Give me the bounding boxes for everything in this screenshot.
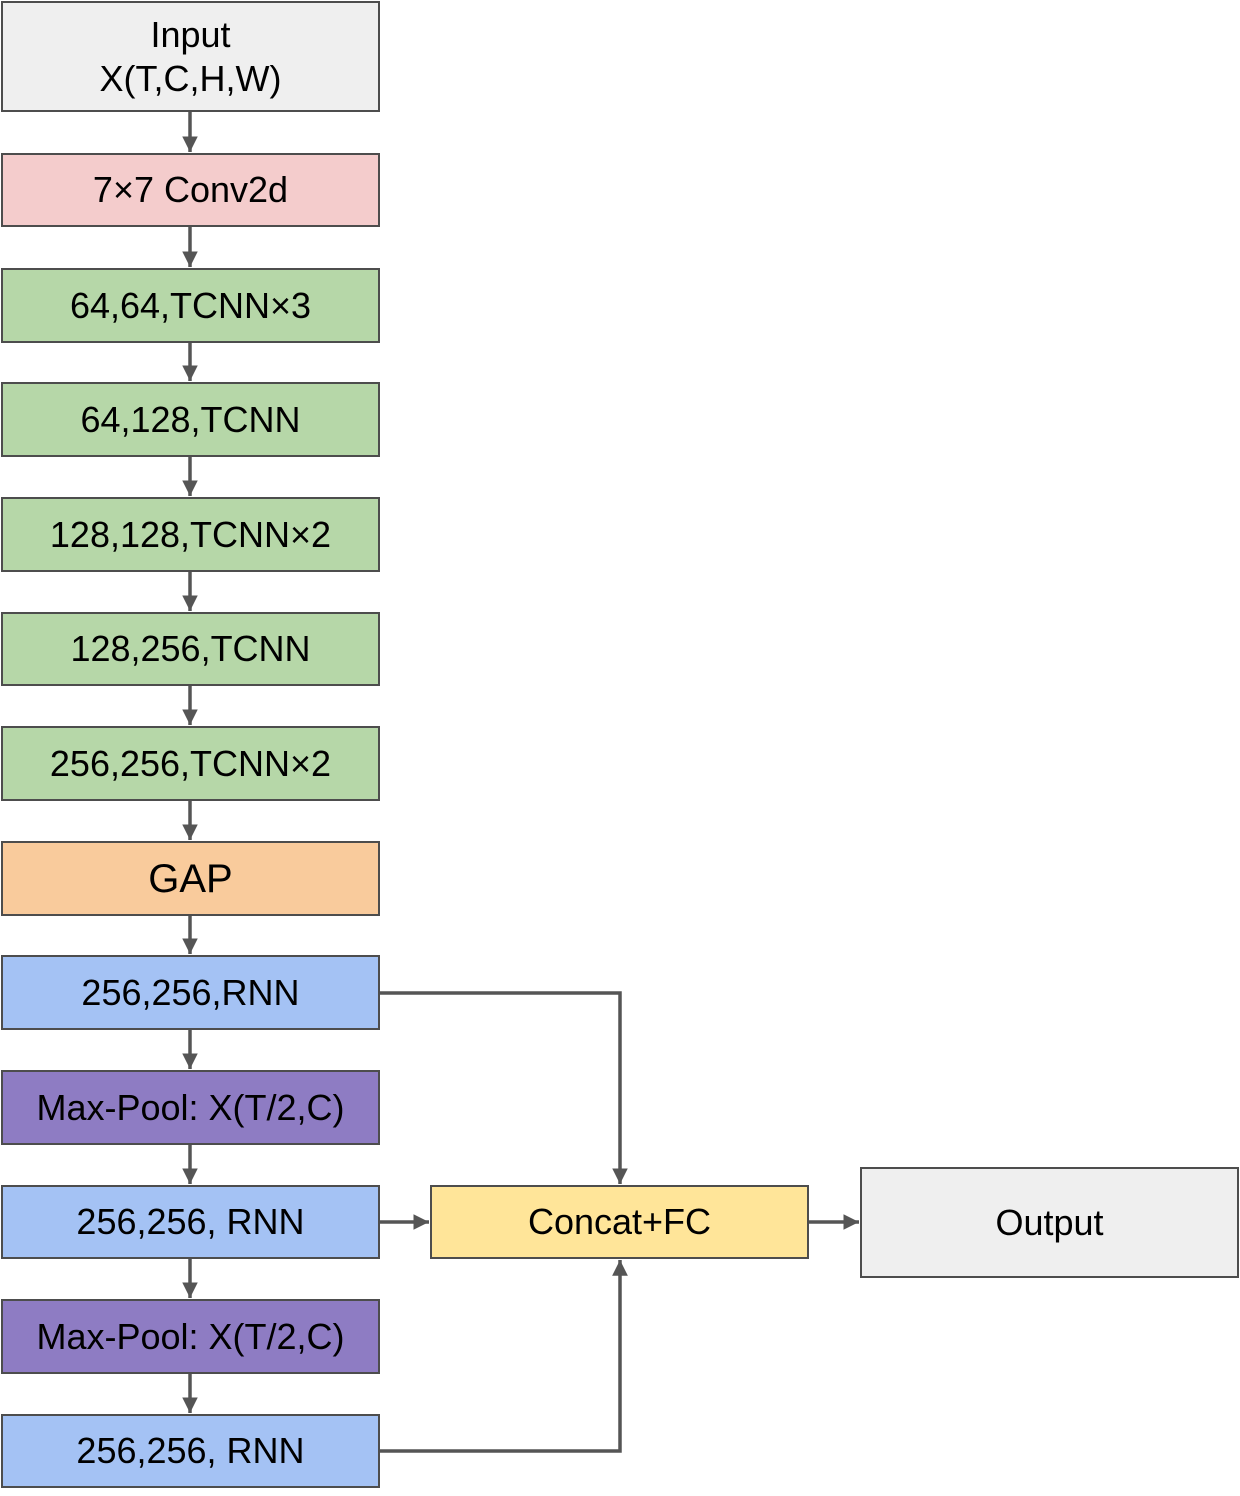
tcnn-node-2-label: 64,128,TCNN: [80, 398, 301, 440]
conv2d-node: 7×7 Conv2d: [1, 153, 380, 227]
conv2d-node-label: 7×7 Conv2d: [92, 169, 289, 210]
concat-fc-node-label: Concat+FC: [527, 1201, 712, 1242]
tcnn-node-5-label: 256,256,TCNN×2: [49, 742, 332, 784]
input-node-label: Input X(T,C,H,W): [99, 13, 282, 99]
tcnn-node-3: 128,128,TCNN×2: [1, 497, 380, 572]
rnn-node-2: 256,256, RNN: [1, 1185, 380, 1259]
tcnn-node-1-label: 64,64,TCNN×3: [69, 284, 312, 326]
maxpool-node-1-label: Max-Pool: X(T/2,C): [36, 1086, 345, 1128]
rnn-node-2-label: 256,256, RNN: [76, 1201, 305, 1242]
gap-node: GAP: [1, 841, 380, 916]
rnn-node-1-label: 256,256,RNN: [81, 971, 300, 1013]
tcnn-node-3-label: 128,128,TCNN×2: [49, 513, 332, 555]
output-node-label: Output: [995, 1201, 1104, 1243]
tcnn-node-5: 256,256,TCNN×2: [1, 726, 380, 801]
rnn-node-3: 256,256, RNN: [1, 1414, 380, 1488]
concat-fc-node: Concat+FC: [430, 1185, 809, 1259]
maxpool-node-2: Max-Pool: X(T/2,C): [1, 1299, 380, 1374]
gap-node-label: GAP: [148, 856, 233, 901]
rnn-node-3-label: 256,256, RNN: [76, 1430, 305, 1471]
tcnn-node-4: 128,256,TCNN: [1, 612, 380, 686]
maxpool-node-2-label: Max-Pool: X(T/2,C): [36, 1315, 345, 1357]
output-node: Output: [860, 1167, 1239, 1278]
maxpool-node-1: Max-Pool: X(T/2,C): [1, 1070, 380, 1145]
tcnn-node-4-label: 128,256,TCNN: [70, 628, 311, 669]
arrow-rnn1-to-concat: [380, 991, 628, 1184]
input-node: Input X(T,C,H,W): [1, 1, 380, 112]
arrow-rnn3-to-concat: [380, 1260, 628, 1453]
rnn-node-1: 256,256,RNN: [1, 955, 380, 1030]
tcnn-node-2: 64,128,TCNN: [1, 382, 380, 457]
tcnn-node-1: 64,64,TCNN×3: [1, 268, 380, 343]
